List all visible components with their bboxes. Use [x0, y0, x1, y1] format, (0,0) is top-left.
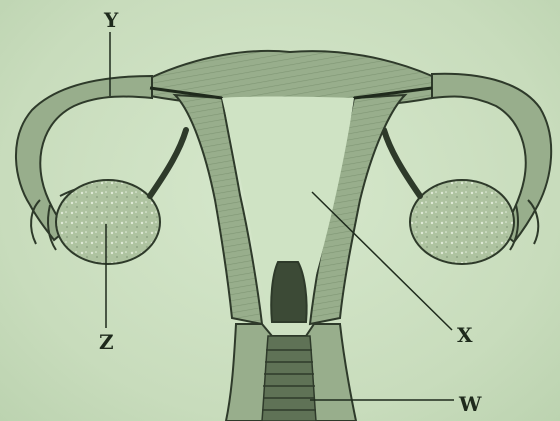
ovarian-ligament-left — [150, 130, 186, 196]
vaginal-canal — [262, 336, 316, 421]
ovarian-ligament-right — [384, 130, 420, 196]
label-z: Z — [99, 332, 114, 352]
label-y: Y — [104, 10, 118, 30]
cervix — [271, 262, 306, 322]
label-x: X — [457, 325, 473, 345]
ovary-right — [410, 180, 514, 264]
ovary-left — [56, 180, 160, 264]
label-w: W — [459, 394, 481, 414]
